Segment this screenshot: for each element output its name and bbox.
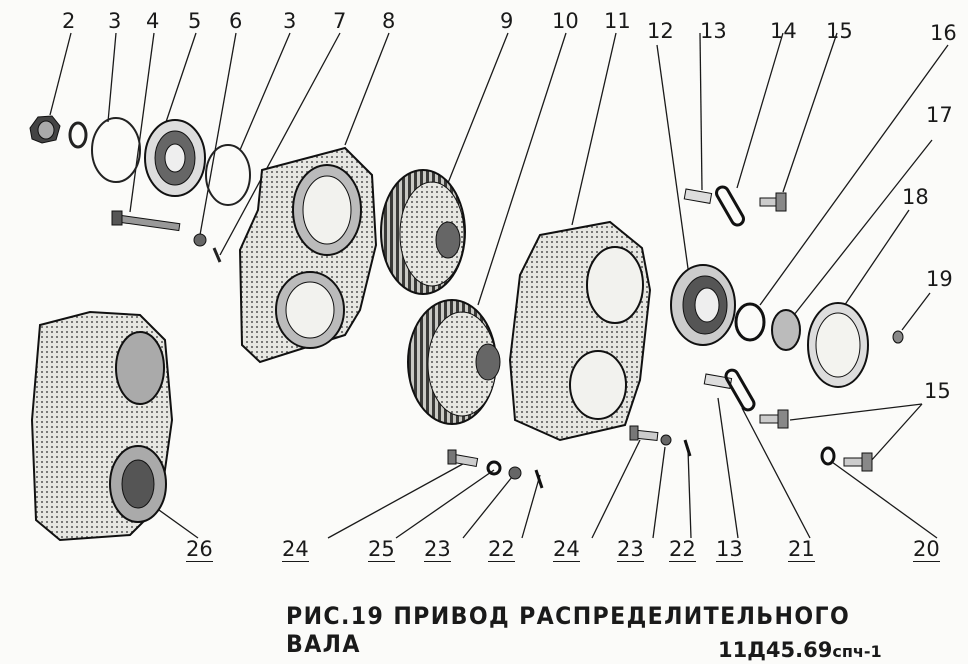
bolt-part-4 [111,210,181,232]
flange-part-18 [807,302,869,388]
label-part-6: 6 [229,9,243,33]
gear-part-10 [407,299,501,425]
label-part-25: 25 [368,537,395,562]
label-part-14: 14 [770,19,797,43]
label-part-23a: 23 [424,537,451,562]
nut-part-6 [193,233,207,247]
bolt-part-15a [759,192,787,212]
link-part-14 [715,185,745,227]
label-part-15a: 15 [826,19,853,43]
bolt-part-24b [629,425,659,442]
label-part-12: 12 [647,19,674,43]
label-part-21: 21 [788,537,815,562]
document-code: 11Д45.69спч-1 [718,638,882,662]
housing-part-11 [508,220,652,442]
label-part-22a: 22 [488,537,515,562]
figure-caption: РИС.19 ПРИВОД РАСПРЕДЕЛИТЕЛЬНОГО ВАЛА [286,602,851,658]
label-part-19: 19 [926,267,953,291]
label-part-9: 9 [500,9,514,33]
label-part-10: 10 [552,9,579,33]
gearbox-housing-part-26 [30,310,174,542]
bolt-part-15b [759,409,873,472]
code-main: 11Д45.69 [718,638,833,662]
label-part-3b: 3 [283,9,297,33]
ring-part-3b [205,144,251,206]
label-part-11: 11 [604,9,631,33]
nut-part-2 [29,115,61,144]
label-part-8: 8 [382,9,396,33]
code-suffix: спч-1 [832,642,882,661]
pin-part-22a [534,469,544,489]
label-part-13b: 13 [716,537,743,562]
cover-plate-part-8 [238,146,378,364]
link-part-21 [724,368,756,412]
lockwasher-part-16 [734,302,766,342]
seal-part-17 [771,309,801,351]
label-part-13a: 13 [700,19,727,43]
label-part-22b: 22 [669,537,696,562]
pin-part-22b [683,439,692,457]
label-part-5: 5 [188,9,202,33]
gear-part-9 [380,169,466,295]
label-part-23b: 23 [617,537,644,562]
label-part-16: 16 [930,21,957,45]
label-part-2: 2 [62,9,76,33]
label-part-7: 7 [333,9,347,33]
label-part-3a: 3 [108,9,122,33]
bolt-part-24a [447,449,479,467]
label-part-26: 26 [186,537,213,562]
washer-part-3 [68,121,88,149]
ring-part-3 [91,117,141,183]
pin-part-13a [683,188,713,204]
label-part-4: 4 [146,9,160,33]
bearing-part-5 [144,119,206,197]
screw-part-19 [892,330,904,344]
label-part-18: 18 [902,185,929,209]
nut-part-23b [660,434,672,446]
label-part-24a: 24 [282,537,309,562]
bearing-part-12 [670,264,736,346]
label-part-17: 17 [926,103,953,127]
nut-part-23a [508,466,522,480]
washer-part-20 [820,446,836,466]
label-part-20: 20 [913,537,940,562]
pin-part-7 [212,247,222,263]
label-part-24b: 24 [553,537,580,562]
label-part-15b: 15 [924,379,951,403]
washer-part-25 [486,460,502,476]
leader-lines [49,32,949,539]
